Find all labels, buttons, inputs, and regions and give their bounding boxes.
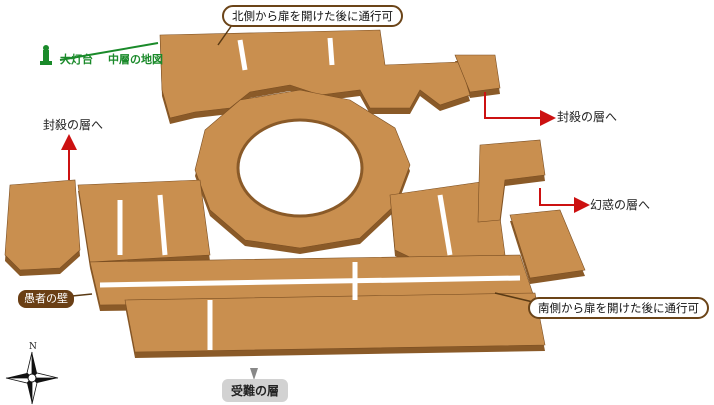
fools-wall-callout: 愚者の壁	[18, 290, 74, 308]
compass-rose-icon	[5, 351, 59, 405]
south-side-note-callout: 南側から扉を開けた後に通行可	[528, 297, 709, 319]
suffering-floor-tab[interactable]: 受難の層	[222, 379, 289, 402]
north-side-note-callout: 北側から扉を開けた後に通行可	[222, 5, 403, 27]
illusion-floor-label: 幻惑の層へ	[590, 198, 651, 212]
callout-pointers	[71, 24, 534, 303]
compass-north-label: N	[29, 342, 37, 352]
lighthouse-icon	[40, 45, 52, 65]
seal-floor-right-label: 封殺の層へ	[557, 110, 618, 124]
lighthouse-label: 大灯台	[60, 53, 93, 66]
lighthouse-pointer	[59, 42, 159, 61]
seal-floor-left-label: 封殺の層へ	[43, 118, 104, 132]
corridor-gaps	[99, 37, 521, 350]
floor-tops	[4, 29, 586, 353]
route-arrows	[61, 92, 590, 213]
bottom-tab-pointer	[250, 368, 258, 380]
middle-floor-map-label: 中層の地図	[108, 53, 163, 66]
central-ring-hole	[236, 118, 364, 218]
